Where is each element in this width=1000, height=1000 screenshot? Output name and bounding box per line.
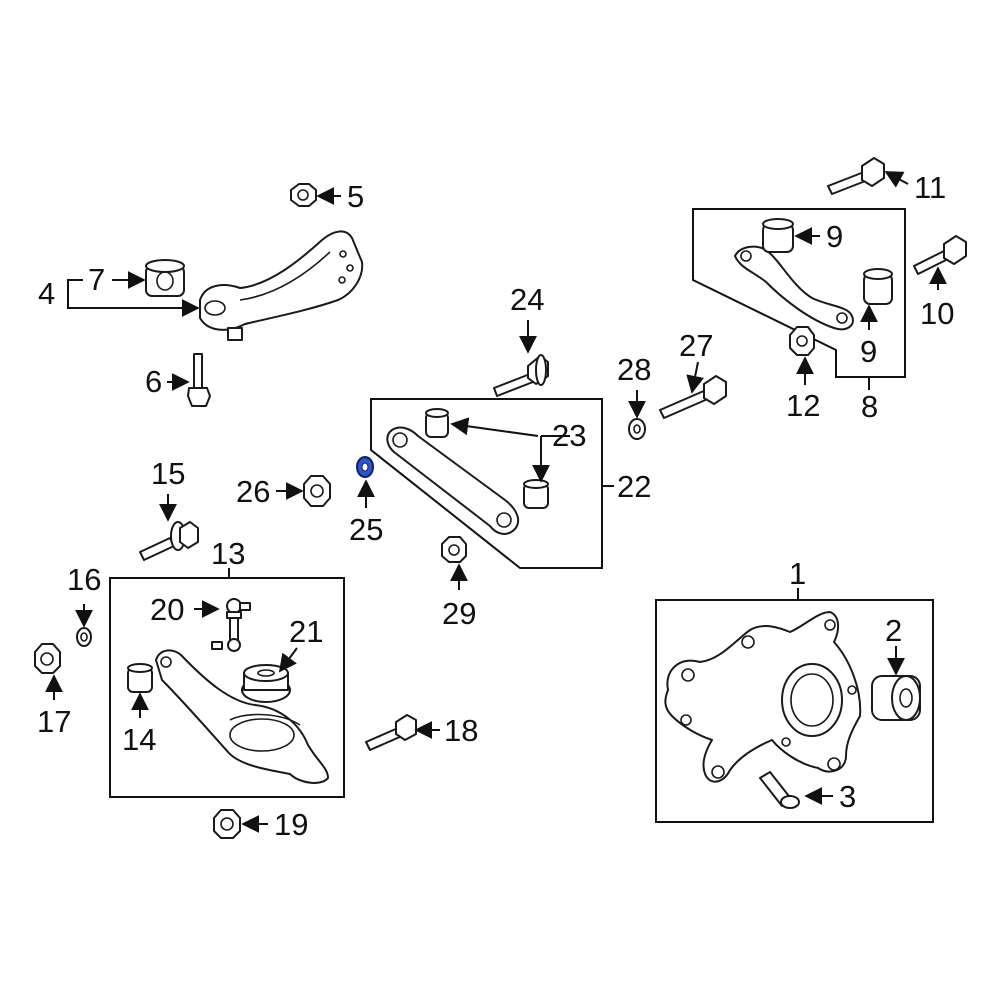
callout-27[interactable]: 27 (679, 328, 713, 363)
callout-9b[interactable]: 9 (860, 334, 877, 369)
part-4-trailing-arm[interactable] (199, 230, 364, 341)
callout-13[interactable]: 13 (211, 536, 245, 571)
callout-12[interactable]: 12 (786, 388, 820, 423)
leader-lines (45, 171, 947, 833)
part-5-nut[interactable] (290, 183, 317, 207)
part-21-spring-seat[interactable] (241, 664, 291, 703)
group-box-1 (655, 599, 934, 823)
callout-3[interactable]: 3 (839, 779, 856, 814)
part-10-bolt[interactable] (913, 235, 967, 275)
part-27-bolt[interactable] (659, 375, 727, 419)
callout-16[interactable]: 16 (67, 562, 101, 597)
callout-26[interactable]: 26 (236, 474, 270, 509)
callout-4[interactable]: 4 (38, 276, 55, 311)
callout-1[interactable]: 1 (789, 556, 806, 591)
part-24-bolt[interactable] (493, 354, 549, 397)
part-7-bushing[interactable] (145, 259, 185, 297)
part-15-bolt[interactable] (139, 521, 199, 561)
part-6-bolt[interactable] (187, 353, 211, 407)
part-1-knuckle[interactable] (664, 611, 862, 783)
group-box-8 (692, 208, 906, 378)
part-8-upper-arm[interactable] (734, 245, 854, 331)
part-26-nut[interactable] (303, 475, 331, 507)
callout-labels: 1 2 3 4 5 6 7 8 9 9 10 11 12 13 14 15 16… (37, 170, 954, 842)
callout-2[interactable]: 2 (885, 613, 902, 648)
part-23-bushing-upper[interactable] (425, 408, 449, 438)
part-23-bushing-lower[interactable] (523, 479, 549, 509)
callout-8[interactable]: 8 (861, 389, 878, 424)
callout-5[interactable]: 5 (347, 179, 364, 214)
part-19-nut[interactable] (213, 809, 241, 839)
callout-10[interactable]: 10 (920, 296, 954, 331)
callout-21[interactable]: 21 (289, 614, 323, 649)
callout-24[interactable]: 24 (510, 282, 544, 317)
callout-19[interactable]: 19 (274, 807, 308, 842)
part-28-washer[interactable] (628, 418, 646, 440)
part-14-bushing[interactable] (127, 663, 153, 693)
part-18-bolt[interactable] (365, 714, 417, 751)
callout-20[interactable]: 20 (150, 592, 184, 627)
part-3-bolt[interactable] (759, 771, 800, 809)
part-9-bushing-upper[interactable] (762, 218, 794, 253)
part-17-nut[interactable] (34, 643, 61, 674)
callout-6[interactable]: 6 (145, 364, 162, 399)
callout-23[interactable]: 23 (552, 418, 586, 453)
callout-17[interactable]: 17 (37, 704, 71, 739)
callout-18[interactable]: 18 (444, 713, 478, 748)
group-box-22 (370, 398, 603, 569)
callout-28[interactable]: 28 (617, 352, 651, 387)
part-16-washer[interactable] (76, 627, 92, 647)
callout-9a[interactable]: 9 (826, 219, 843, 254)
callout-15[interactable]: 15 (151, 456, 185, 491)
part-22-lateral-link[interactable] (386, 426, 520, 535)
callout-7[interactable]: 7 (88, 262, 105, 297)
part-9-bushing-lower[interactable] (863, 268, 893, 305)
group-box-13 (109, 577, 345, 798)
part-11-bolt[interactable] (827, 157, 885, 195)
part-29-nut[interactable] (441, 536, 467, 563)
callout-14[interactable]: 14 (122, 722, 156, 757)
part-13-lower-arm[interactable] (155, 649, 329, 784)
callout-29[interactable]: 29 (442, 596, 476, 631)
callout-22[interactable]: 22 (617, 469, 651, 504)
part-20-stabilizer-link[interactable] (211, 598, 251, 652)
part-12-nut[interactable] (789, 326, 815, 356)
callout-25[interactable]: 25 (349, 512, 383, 547)
part-2-bushing[interactable] (871, 675, 921, 721)
callout-11[interactable]: 11 (914, 170, 946, 205)
part-25-washer[interactable] (356, 456, 374, 478)
